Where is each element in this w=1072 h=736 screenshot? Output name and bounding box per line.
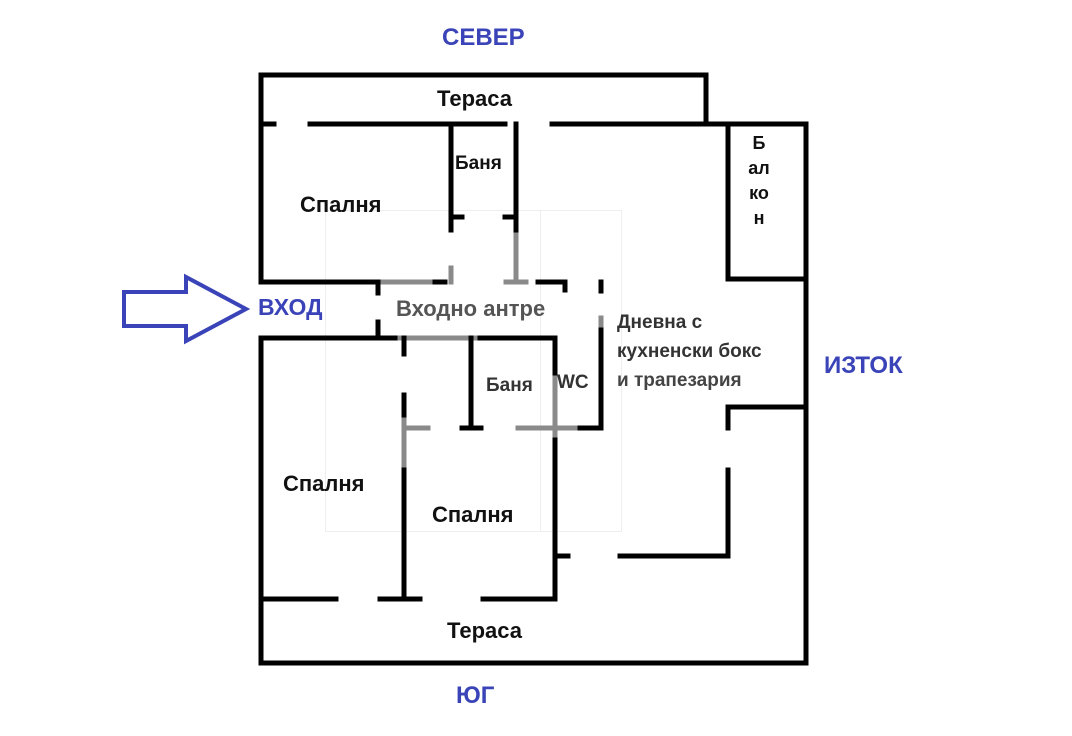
room-bedroom-south: Спалня	[432, 502, 514, 527]
room-balcony: Балкон	[748, 133, 770, 228]
room-terrace-south: Тераса	[447, 618, 522, 643]
balcony-walls	[725, 121, 809, 282]
terrace-north-walls	[258, 72, 709, 127]
bathroom-north-walls	[448, 121, 529, 285]
room-bedroom-southwest: Спалня	[283, 471, 365, 496]
room-bedroom-north: Спалня	[300, 192, 382, 217]
watermark-frame	[540, 210, 622, 532]
bedroom-south-walls	[258, 417, 558, 602]
compass-south-label: ЮГ	[456, 682, 495, 709]
room-wc: WC	[557, 372, 589, 393]
room-bathroom-north: Баня	[455, 153, 502, 174]
entrance-arrow-icon	[122, 273, 251, 345]
bedroom-north-walls	[258, 121, 568, 293]
entrance-hall-walls	[375, 279, 604, 429]
room-bathroom-south: Баня	[486, 375, 533, 396]
room-entrance-hall: Входно антре	[396, 296, 546, 321]
compass-east-label: ИЗТОК	[824, 352, 903, 379]
entrance-label: ВХОД	[258, 294, 323, 320]
compass-north-label: СЕВЕР	[442, 24, 525, 51]
bathroom-south-walls	[401, 335, 604, 443]
room-living-line1: Дневна с	[617, 312, 703, 333]
room-terrace-north: Тераса	[437, 86, 512, 111]
middle-walls	[258, 335, 558, 666]
east-walls	[552, 276, 809, 666]
room-living-line3: и трапезария	[617, 370, 742, 391]
room-living-line2: кухненски бокс	[617, 341, 762, 362]
